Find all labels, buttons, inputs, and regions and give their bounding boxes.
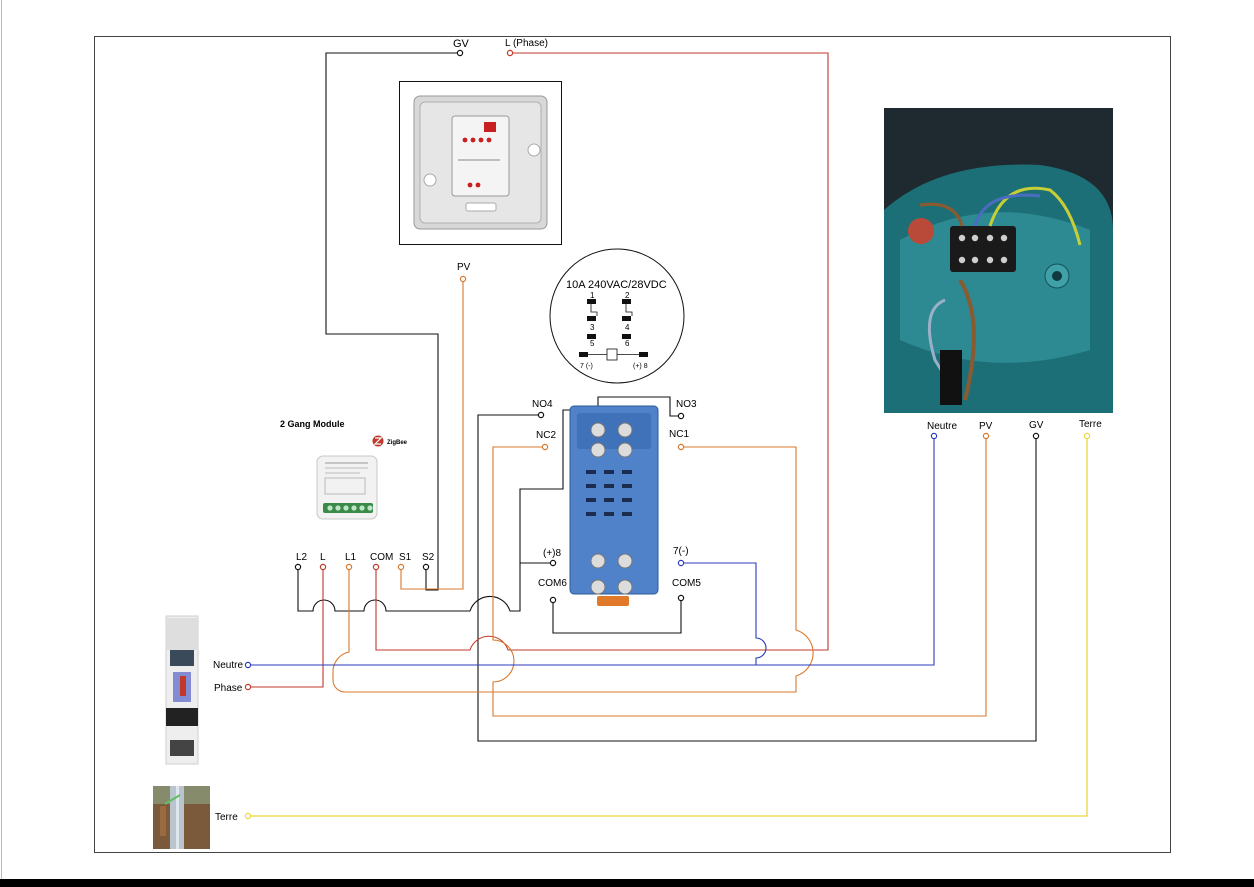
wire-gv-to-s2 (325, 52, 460, 591)
pin-5: 5 (590, 339, 595, 348)
label-breaker-phase: Phase (214, 683, 243, 694)
bottom-bar (0, 879, 1254, 887)
pin-1: 1 (590, 291, 595, 300)
label-gv-top: GV (453, 38, 470, 50)
label-no3: NO3 (676, 399, 697, 410)
wire-nc2-to-motor-pv (492, 436, 987, 717)
zigbee-brand: ZigBee (387, 440, 408, 446)
diagram-frame (94, 36, 1171, 853)
terminal-module-l1 (345, 563, 353, 571)
terminal-earth (244, 812, 252, 820)
terminal-no3 (677, 412, 685, 420)
pin-7: 7 (-) (580, 363, 593, 370)
label-motor-terre: Terre (1079, 419, 1102, 430)
terminal-module-s1 (397, 563, 405, 571)
terminal-gv-top (456, 49, 464, 57)
terminal-module-l2 (294, 563, 302, 571)
terminal-module-s2 (422, 563, 430, 571)
relay-pinout-diagram: 10A 240VAC/28VDC 1 2 3 4 5 6 7 (-) (+) 8 (549, 248, 685, 384)
terminal-motor-pv (982, 432, 990, 440)
label-module-s2: S2 (422, 552, 435, 563)
terminal-motor-terre (1083, 432, 1091, 440)
label-module-l: L (320, 552, 326, 563)
module-title: 2 Gang Module (280, 419, 345, 429)
label-plus8: (+)8 (543, 548, 562, 559)
terminal-module-com (372, 563, 380, 571)
terminal-no4 (537, 411, 545, 419)
label-nc2: NC2 (536, 430, 556, 441)
terminal-motor-gv (1032, 432, 1040, 440)
motor-terminal-photo (884, 108, 1113, 413)
relay-rating: 10A 240VAC/28VDC (566, 279, 667, 291)
label-earth-terre: Terre (215, 812, 238, 823)
terminal-com5 (677, 594, 685, 602)
label-phase-top: L (Phase) (505, 38, 548, 49)
label-no4: NO4 (532, 399, 553, 410)
label-module-l2: L2 (296, 552, 308, 563)
relay-socket-image (569, 405, 659, 606)
terminal-com6 (549, 596, 557, 604)
label-motor-neutre: Neutre (927, 421, 957, 432)
terminal-breaker-phase (244, 683, 252, 691)
earth-rod-image (153, 786, 210, 849)
switch-mechanism-image (399, 81, 562, 245)
wire-breaker-phase-to-l (248, 567, 324, 688)
label-nc1: NC1 (669, 429, 689, 440)
label-motor-pv: PV (979, 421, 993, 432)
wire-earth (248, 436, 1088, 817)
breaker-image (165, 615, 199, 765)
wire-pv-to-s1 (400, 279, 464, 590)
terminal-minus7 (677, 559, 685, 567)
wire-com6-com5 (552, 598, 682, 634)
pin-8: (+) 8 (633, 363, 648, 370)
pin-3: 3 (590, 323, 595, 332)
zigbee-logo: ZigBee (372, 435, 408, 447)
pin-4: 4 (625, 323, 630, 332)
wire-l2-bus (297, 562, 552, 612)
terminal-nc1 (677, 443, 685, 451)
label-minus7: 7(-) (673, 546, 689, 557)
pin-2: 2 (625, 291, 630, 300)
label-module-l1: L1 (345, 552, 357, 563)
wire-l1-to-nc1 (332, 446, 814, 693)
wire-neutre-blue (248, 562, 767, 666)
wire-neutre-to-motor (756, 436, 935, 666)
label-module-s1: S1 (399, 552, 412, 563)
label-com6: COM6 (538, 578, 567, 589)
terminal-switch-pv (459, 275, 467, 283)
label-module-com: COM (370, 552, 393, 563)
label-motor-gv: GV (1029, 420, 1044, 431)
wire-no4-to-motor-gv (477, 414, 1037, 742)
terminal-motor-neutre (930, 432, 938, 440)
terminal-nc2 (541, 443, 549, 451)
wire-phase-to-com (375, 52, 829, 651)
pin-6: 6 (625, 339, 630, 348)
label-breaker-neutre: Neutre (213, 660, 243, 671)
terminal-phase-top (506, 49, 514, 57)
terminal-breaker-neutre (244, 661, 252, 669)
label-com5: COM5 (672, 578, 701, 589)
terminal-module-l (319, 563, 327, 571)
terminal-plus8 (549, 559, 557, 567)
label-switch-pv: PV (457, 262, 471, 273)
module-image (316, 455, 378, 520)
